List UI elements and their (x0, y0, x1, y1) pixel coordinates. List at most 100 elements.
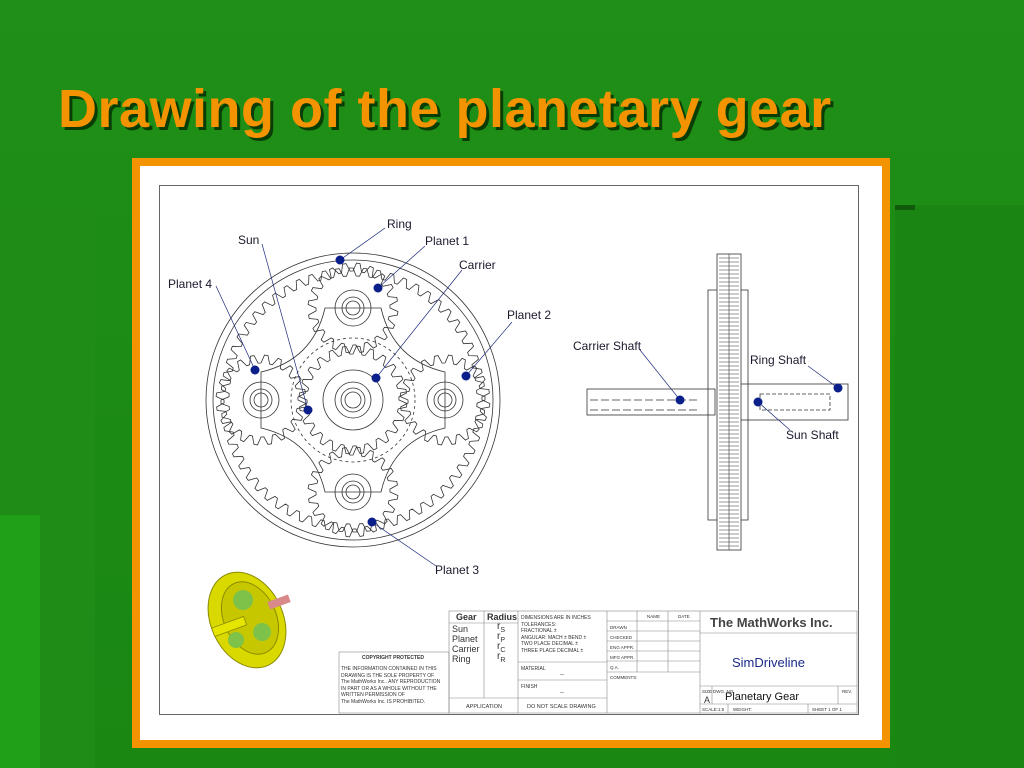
label-carrier: Carrier (459, 258, 496, 272)
label-sun-shaft: Sun Shaft (786, 428, 839, 442)
leader-lines (215, 227, 839, 567)
callout-dot (675, 395, 685, 405)
copyright-line: IN PART OR AS A WHOLE WITHOUT THE (341, 685, 437, 692)
isometric-gear-image (207, 571, 291, 669)
callout-dot (371, 373, 381, 383)
gear-row-ring: Ring (452, 654, 471, 664)
bg-panel-left-light (0, 515, 40, 768)
gear-row-carrier: Carrier (452, 644, 480, 654)
ring-internal-teeth (220, 267, 486, 533)
sun-hub (322, 369, 384, 431)
size-label: SIZE (702, 689, 713, 694)
copyright-line: WRITTEN PERMISSION OF (341, 692, 405, 698)
sun-gear (298, 345, 408, 455)
leader-line (757, 401, 791, 431)
callout-dot (335, 255, 345, 265)
gear-row-ring-radius: rR (497, 651, 506, 664)
planet-gear-1 (307, 262, 399, 354)
gear-row-sun: Sun (452, 624, 469, 634)
leader-line (375, 269, 463, 379)
copyright-line: THE INFORMATION CONTAINED IN THIS (341, 666, 437, 672)
gear-row-sun-radius: rS (497, 621, 506, 634)
tolerance-line: DIMENSIONS ARE IN INCHES (521, 615, 591, 621)
label-ring: Ring (387, 217, 412, 231)
label-planet-3: Planet 3 (435, 563, 480, 577)
leader-line (377, 245, 426, 289)
label-planet-1: Planet 1 (425, 234, 470, 248)
signoff-comments: COMMENTS: (610, 675, 638, 680)
copyright-box (338, 651, 450, 714)
sheet-label: SHEET 1 OF 1 (812, 707, 842, 712)
sun-bore (340, 387, 366, 413)
iso-planet (253, 623, 271, 641)
gear-row-planet-radius: rP (497, 631, 506, 644)
signoff-checked: CHECKED (610, 635, 633, 640)
iso-shaft (211, 615, 248, 638)
label-sun: Sun (238, 233, 260, 247)
tolerance-line: ANGULAR: MACH ± BEND ± (521, 634, 587, 641)
ring-outer-circle (205, 252, 501, 548)
copyright-text: THE INFORMATION CONTAINED IN THIS DRAWIN… (341, 666, 440, 705)
tolerance-notes: DIMENSIONS ARE IN INCHES TOLERANCES: FRA… (521, 615, 591, 654)
tolerance-line: THREE PLACE DECIMAL ± (521, 647, 584, 654)
ring-outer-edge (212, 259, 494, 541)
planet-gear-3 (307, 446, 399, 538)
slide-title: Drawing of the planetary gear (58, 79, 832, 139)
signoff-eng-appr: ENG APPR. (610, 645, 635, 650)
name-header: NAME (647, 614, 661, 619)
iso-sun-shaft (267, 594, 291, 610)
planet-gear-2 (399, 354, 491, 446)
bg-panel-right (895, 205, 1024, 768)
callout-dot (833, 383, 843, 393)
gear-table-header-radius: Radius (487, 612, 518, 622)
material-label: MATERIAL (521, 666, 546, 672)
date-header: DATE (678, 614, 690, 619)
label-planet-2: Planet 2 (507, 308, 552, 322)
callout-dot (303, 405, 313, 415)
sun-bore-outer (334, 381, 372, 419)
label-ring-shaft: Ring Shaft (750, 353, 807, 367)
iso-planet (233, 590, 253, 610)
drawing-name: Planetary Gear (725, 691, 799, 703)
weight-label: WEIGHT: (733, 707, 752, 712)
leader-line (371, 521, 437, 567)
callout-dot (753, 397, 763, 407)
do-not-scale-note: DO NOT SCALE DRAWING (527, 704, 596, 710)
callout-dot (367, 517, 377, 527)
leader-line (261, 243, 309, 411)
finish-label: FINISH (521, 684, 538, 690)
scale-label: SCALE:1:5 (702, 707, 725, 712)
carrier-shaft (586, 388, 716, 416)
callout-dots (250, 255, 843, 527)
company-name: The MathWorks Inc. (710, 615, 833, 630)
callout-dot (461, 371, 471, 381)
carrier-arms (260, 307, 446, 493)
label-carrier-shaft: Carrier Shaft (573, 339, 642, 353)
leader-line (339, 227, 386, 261)
dwg-no-label: DWG. NO. (713, 689, 735, 694)
tolerance-line: TWO PLACE DECIMAL ± (521, 641, 579, 647)
callout-dot (250, 365, 260, 375)
size-value: A (704, 695, 711, 705)
sun-shaft (759, 393, 831, 411)
gear-row-carrier-radius: rC (497, 641, 506, 654)
label-planet-4: Planet 4 (168, 277, 213, 291)
copyright-heading: COPYRIGHT PROTECTED (362, 655, 424, 661)
signoff-qa: Q.A. (610, 665, 620, 670)
application-label: APPLICATION (466, 704, 502, 710)
callout-dot (373, 283, 383, 293)
side-view (586, 253, 849, 551)
finish-value: -- (560, 690, 564, 696)
tolerance-line: TOLERANCES: (521, 621, 557, 628)
title-block-lines (338, 610, 858, 714)
front-view (205, 252, 501, 548)
leader-line (465, 321, 513, 377)
signoff-mfg-appr: MFG APPR. (610, 655, 635, 660)
copyright-line: The MathWorks Inc.. ANY REPRODUCTION (341, 679, 441, 685)
gear-row-planet: Planet (452, 634, 478, 644)
iso-planet (228, 632, 244, 648)
leader-line (215, 285, 256, 371)
bg-panel-right-edge (895, 205, 915, 210)
